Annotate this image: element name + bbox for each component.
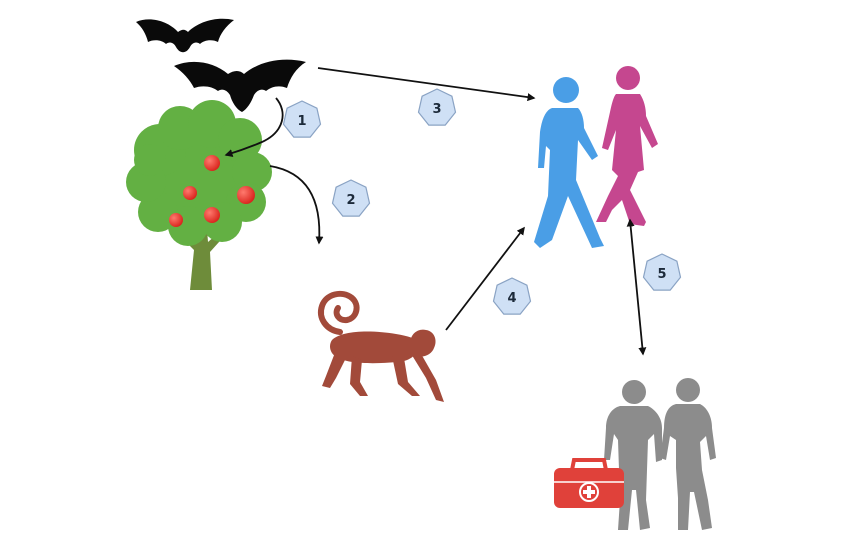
tree-trunk <box>176 216 228 290</box>
step-number-label: 1 <box>297 114 306 129</box>
bats-icon <box>136 18 306 112</box>
fruit <box>204 155 220 171</box>
arrow-step-1 <box>224 97 284 157</box>
monkey-icon <box>318 290 444 402</box>
step-badge-5: 5 <box>642 253 682 291</box>
step-number-label: 2 <box>346 193 355 208</box>
monkey-leg-front-2 <box>410 352 444 402</box>
step-badge-1: 1 <box>282 100 322 138</box>
health-worker-woman <box>660 378 716 530</box>
heptagon-badge-shape <box>492 277 532 315</box>
step-number-label: 3 <box>432 102 441 117</box>
health-workers-icon <box>604 378 716 530</box>
monkey-body <box>330 331 420 364</box>
heptagon-badge-shape <box>331 179 371 217</box>
fruit <box>237 186 255 204</box>
step-badge-3: 3 <box>417 88 457 126</box>
monkey-tail <box>318 290 360 335</box>
arrow-step-5 <box>626 218 647 356</box>
fruit <box>204 207 220 223</box>
arrow-step-2 <box>269 165 324 245</box>
step-badge-4: 4 <box>492 277 532 315</box>
step-badges: 1 2 3 4 5 <box>282 88 682 315</box>
monkey-leg-front-1 <box>392 356 420 396</box>
tree-fruits <box>169 155 255 227</box>
medical-kit-handle <box>570 458 608 471</box>
woman-figure <box>596 66 658 226</box>
arrow-step-3 <box>317 67 536 102</box>
step-badge-2: 2 <box>331 179 371 217</box>
medical-kit-cross-circle <box>579 482 599 502</box>
monkey-leg-back-1 <box>322 350 346 388</box>
fruit <box>169 213 183 227</box>
fruit-tree-icon <box>126 100 272 290</box>
man-figure <box>534 77 604 248</box>
arrows <box>224 67 647 356</box>
step-number-label: 4 <box>507 291 516 306</box>
health-worker-man <box>604 380 662 530</box>
medical-cross-icon <box>583 486 595 498</box>
monkey-head <box>410 329 436 357</box>
heptagon-badge-shape <box>282 100 322 138</box>
tree-foliage <box>126 100 272 246</box>
medical-kit-icon <box>554 458 624 508</box>
monkey-leg-back-2 <box>350 356 368 396</box>
bat-large-icon <box>174 59 306 112</box>
arrow-step-4 <box>445 226 525 331</box>
heptagon-badge-shape <box>642 253 682 291</box>
step-number-label: 5 <box>657 267 666 282</box>
fruit <box>183 186 197 200</box>
heptagon-badge-shape <box>417 88 457 126</box>
walking-people-icon <box>534 66 658 248</box>
bat-small-icon <box>136 18 234 53</box>
